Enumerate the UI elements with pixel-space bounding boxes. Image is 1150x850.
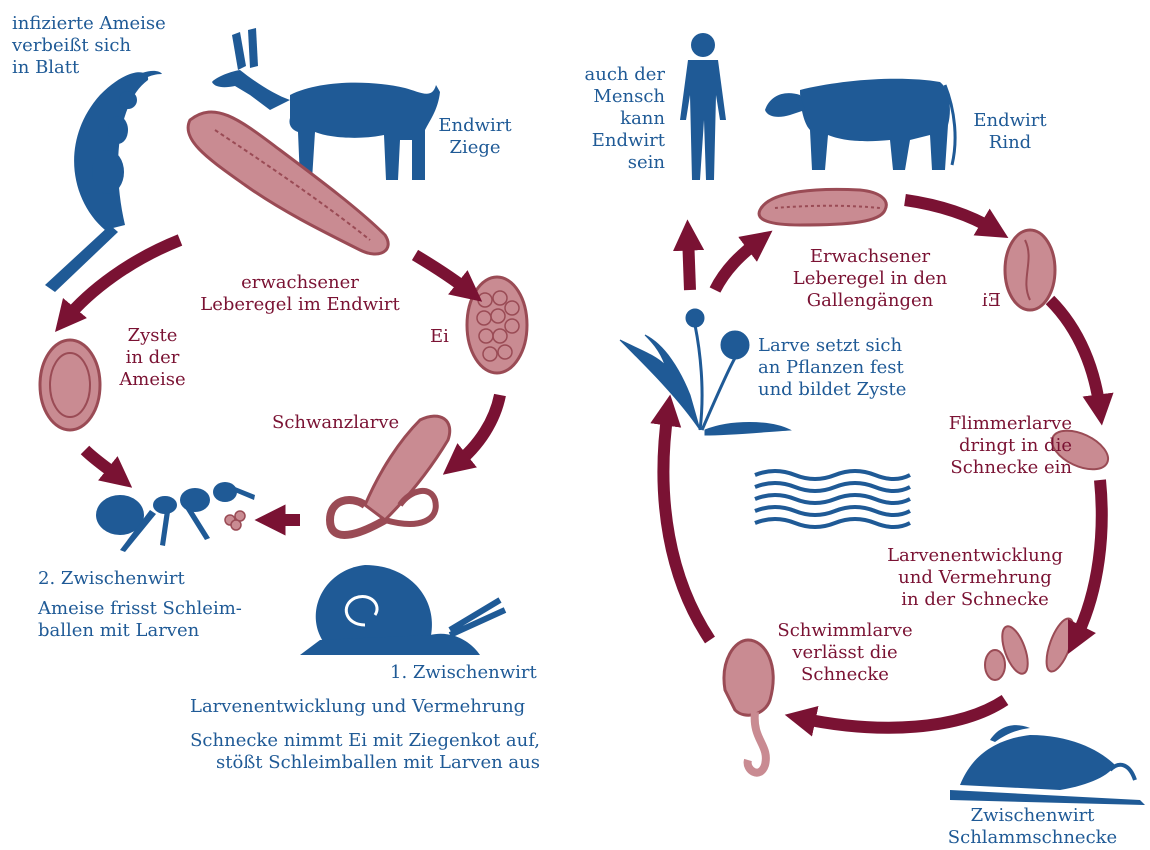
larval-stages-icon <box>985 615 1079 680</box>
mud-snail-icon <box>950 725 1145 805</box>
development-label: Larvenentwicklung und Vermehrung in der … <box>875 545 1075 611</box>
miracidium-label: Flimmerlarve dringt in die Schnecke ein <box>880 413 1072 479</box>
cow-icon <box>765 79 955 170</box>
second-host-description: Ameise frisst Schleim- ballen mit Larven <box>38 598 242 642</box>
egg-right-icon <box>1005 230 1055 310</box>
water-waves-icon <box>755 471 910 527</box>
slime-ball-icon <box>225 511 245 530</box>
cercaria-icon <box>724 640 773 773</box>
egg-left-icon <box>467 277 527 373</box>
cyst-label: Zyste in der Ameise <box>90 325 215 391</box>
ant-on-leaf-label: infizierte Ameise verbeißt sich in Blatt <box>12 13 166 79</box>
mud-snail-host-label: Zwischenwirt Schlammschnecke <box>920 805 1145 849</box>
plant-cyst-label: Larve setzt sich an Pflanzen fest und bi… <box>758 335 906 401</box>
goat-host-label: Endwirt Ziege <box>420 115 530 159</box>
first-host-development: Larvenentwicklung und Vermehrung <box>190 696 525 718</box>
snail-left-icon <box>300 565 505 655</box>
adult-fluke-right-label: Erwachsener Leberegel in den Gallengänge… <box>775 246 965 312</box>
egg-right-label: Ei <box>982 290 1001 312</box>
cattle-host-label: Endwirt Rind <box>965 110 1055 154</box>
cercaria-label: Schwimmlarve verlässt die Schnecke <box>770 620 920 686</box>
egg-left-label: Ei <box>430 326 449 348</box>
second-host-title: 2. Zwischenwirt <box>38 568 185 590</box>
adult-fluke-right-icon <box>759 189 886 225</box>
tail-larva-label: Schwanzlarve <box>272 412 399 434</box>
first-host-description: Schnecke nimmt Ei mit Ziegenkot auf, stö… <box>170 730 540 774</box>
human-icon <box>680 33 726 180</box>
human-host-label: auch der Mensch kann Endwirt sein <box>560 64 665 174</box>
first-host-title: 1. Zwischenwirt <box>390 662 537 684</box>
adult-fluke-left-label: erwachsener Leberegel im Endwirt <box>185 272 415 316</box>
